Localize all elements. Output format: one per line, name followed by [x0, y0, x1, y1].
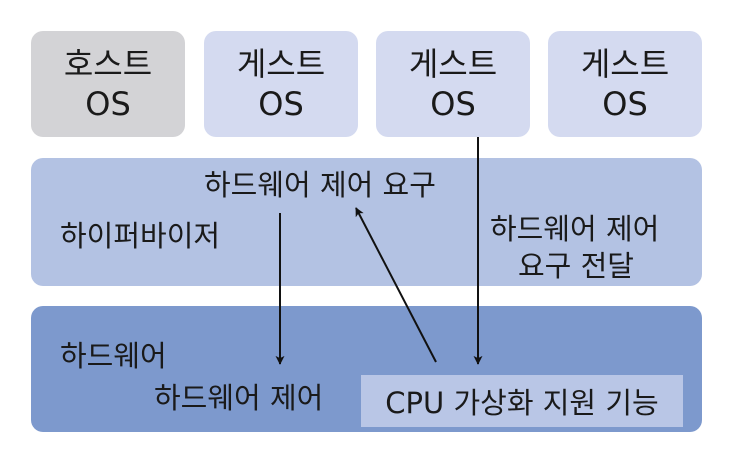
request-up-arrow [355, 207, 437, 363]
hypervisor-layer [31, 158, 702, 286]
guest-os-box-3: 게스트 OS [548, 31, 702, 137]
guest-os-label-line2: OS [430, 85, 476, 123]
hypervisor-label: 하이퍼바이저 [60, 219, 221, 253]
guest-os-label-line1: 게스트 [408, 45, 498, 83]
forward-request-label-line2: 요구 전달 [518, 249, 634, 283]
guest-os-label-line1: 게스트 [580, 45, 670, 83]
hardware-label: 하드웨어 [60, 339, 167, 373]
guest-os-label-line1: 게스트 [236, 45, 326, 83]
cpu-virtualization-box: CPU 가상화 지원 기능 [361, 375, 683, 427]
guest-os-label-line2: OS [258, 85, 304, 123]
host-os-label-line1: 호스트 [63, 45, 153, 83]
guest-os-box-1: 게스트 OS [204, 31, 358, 137]
forward-request-label-line1: 하드웨어 제어 [490, 212, 660, 246]
hardware-control-request-label: 하드웨어 제어 요구 [204, 168, 436, 202]
guest-os-label-line2: OS [602, 85, 648, 123]
guest-os-box-2: 게스트 OS [376, 31, 530, 137]
hardware-control-label: 하드웨어 제어 [154, 381, 324, 415]
host-os-label-line2: OS [85, 85, 131, 123]
host-os-box: 호스트 OS [31, 31, 185, 137]
